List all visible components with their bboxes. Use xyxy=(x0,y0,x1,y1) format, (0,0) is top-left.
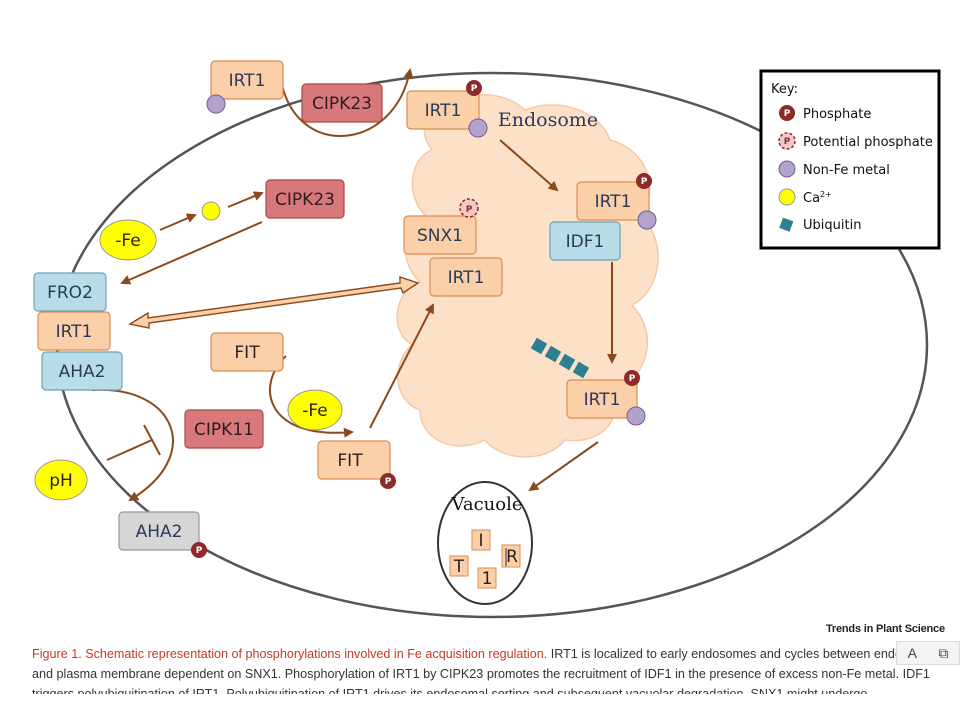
ubiquitin-chain xyxy=(530,337,590,379)
non-fe-metal-icon xyxy=(778,160,796,178)
key-item-label: Ca2+ xyxy=(803,190,832,206)
key-item-label: Potential phosphate xyxy=(803,135,933,150)
svg-text:IRT1: IRT1 xyxy=(595,192,632,212)
potential-phosphate-icon xyxy=(459,198,479,218)
aha2-phospho-box: AHA2 P xyxy=(118,511,207,558)
key-legend: Key: P Phosphate P Potential phosphate N… xyxy=(759,69,941,250)
svg-text:FIT: FIT xyxy=(234,343,260,363)
non-fe-metal-icon xyxy=(468,118,488,138)
ph-oval: pH xyxy=(34,459,88,501)
svg-text:CIPK11: CIPK11 xyxy=(194,420,254,440)
cipk11-box: CIPK11 xyxy=(184,409,264,449)
phosphate-icon xyxy=(380,473,396,489)
fragment-letter: 1 xyxy=(482,569,493,589)
irt1-membrane-box: IRT1 xyxy=(37,311,111,351)
non-fe-metal-icon xyxy=(626,406,646,426)
svg-text:P: P xyxy=(196,546,203,556)
svg-text:pH: pH xyxy=(49,471,73,491)
ubiquitin-icon xyxy=(779,217,794,232)
svg-text:P: P xyxy=(784,109,791,119)
fragment-letter: I xyxy=(478,531,483,551)
calcium-icon xyxy=(778,188,796,206)
text-size-icon[interactable]: A xyxy=(907,645,917,661)
snx1-box: SNX1 P xyxy=(403,198,479,255)
key-item-label: Non-Fe metal xyxy=(803,163,890,178)
svg-text:SNX1: SNX1 xyxy=(417,226,463,246)
svg-text:CIPK23: CIPK23 xyxy=(312,94,372,114)
fe-deficiency-oval-1: -Fe xyxy=(99,219,157,261)
arrows xyxy=(91,68,617,502)
irt1-top-box: IRT1 xyxy=(206,60,284,114)
cipk23-top-box: CIPK23 xyxy=(301,83,383,123)
key-item-label: Phosphate xyxy=(803,107,871,122)
caption-body: IRT1 is localized to early endosomes and… xyxy=(32,647,940,694)
irt1-snx1-box: IRT1 xyxy=(429,257,503,297)
irt1-endosome-box: IRT1 P xyxy=(406,80,488,138)
fe-acquisition-diagram: Endosome Vacuole I T 1 R xyxy=(33,60,941,619)
calcium-icon xyxy=(201,201,221,221)
fit-phospho-box: FIT P xyxy=(317,440,396,489)
fragment-letter: R xyxy=(506,547,518,567)
svg-text:IRT1: IRT1 xyxy=(229,71,266,91)
svg-text:-Fe: -Fe xyxy=(302,401,327,421)
translate-icon[interactable]: ⧉ xyxy=(938,644,949,661)
svg-text:AHA2: AHA2 xyxy=(136,522,183,542)
cipk23-mid-box: CIPK23 xyxy=(265,179,345,219)
fro2-box: FRO2 xyxy=(33,272,107,312)
phosphate-icon xyxy=(779,105,795,121)
idf1-box: IDF1 xyxy=(549,221,621,261)
phosphate-icon xyxy=(624,370,640,386)
fragment-letter: T xyxy=(453,557,465,577)
fit-box: FIT xyxy=(210,332,284,372)
svg-text:P: P xyxy=(629,374,636,384)
phosphate-icon xyxy=(636,173,652,189)
phosphate-icon xyxy=(466,80,482,96)
fe-deficiency-oval-2: -Fe xyxy=(287,389,343,431)
phosphate-icon xyxy=(191,542,207,558)
key-item-label: Ubiquitin xyxy=(803,218,861,233)
non-fe-metal-icon xyxy=(637,210,657,230)
ubiquitin-icon xyxy=(572,361,590,379)
vacuole-fragments: I T 1 R xyxy=(449,529,521,589)
journal-brand: Trends in Plant Science xyxy=(826,623,945,635)
vacuole-label: Vacuole xyxy=(451,494,523,515)
svg-text:IRT1: IRT1 xyxy=(584,390,621,410)
ubiquitin-icon xyxy=(558,353,576,371)
svg-text:P: P xyxy=(466,205,473,215)
svg-text:P: P xyxy=(471,84,478,94)
reader-toolbar[interactable]: A ⧉ xyxy=(896,641,960,665)
cycling-arrow xyxy=(128,276,420,329)
svg-text:FIT: FIT xyxy=(337,451,363,471)
svg-text:CIPK23: CIPK23 xyxy=(275,190,335,210)
svg-text:IRT1: IRT1 xyxy=(425,101,462,121)
svg-text:-Fe: -Fe xyxy=(115,231,140,251)
svg-text:P: P xyxy=(385,477,392,487)
non-fe-metal-icon xyxy=(206,94,226,114)
svg-text:P: P xyxy=(641,177,648,187)
aha2-box: AHA2 xyxy=(41,351,123,391)
ubiquitin-icon xyxy=(530,337,548,355)
caption-title: Figure 1. Schematic representation of ph… xyxy=(32,647,548,661)
potential-phosphate-icon xyxy=(778,132,796,150)
ubiquitin-icon xyxy=(544,345,562,363)
irt1-ubiquitinated-box: IRT1 P xyxy=(566,370,646,426)
svg-text:IRT1: IRT1 xyxy=(448,268,485,288)
svg-text:IRT1: IRT1 xyxy=(56,322,93,342)
svg-text:FRO2: FRO2 xyxy=(47,283,93,303)
svg-text:P: P xyxy=(784,137,791,147)
svg-text:AHA2: AHA2 xyxy=(59,362,106,382)
svg-text:IDF1: IDF1 xyxy=(566,232,605,252)
endosome-label: Endosome xyxy=(498,109,598,131)
irt1-idf1-box: IRT1 P xyxy=(576,173,657,230)
key-title: Key: xyxy=(771,82,798,97)
figure-caption: Figure 1. Schematic representation of ph… xyxy=(32,644,952,694)
